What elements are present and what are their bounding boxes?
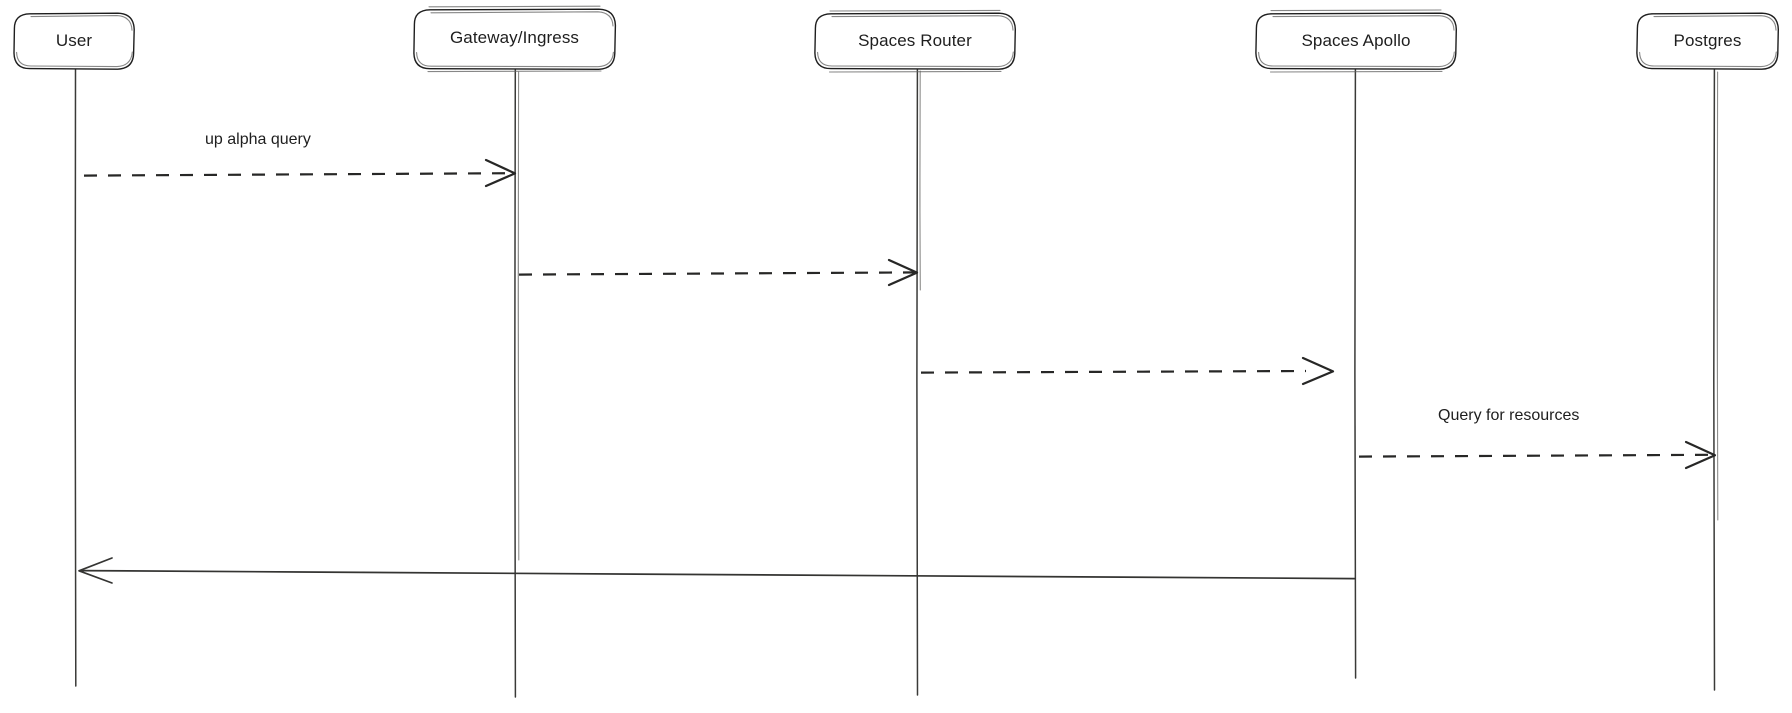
lifeline-spaces-apollo [1354,68,1357,679]
participant-box-spaces-apollo[interactable] [1255,9,1457,73]
message-arrow-apollo-forward[interactable] [920,356,1335,386]
lifelines-group [74,68,1719,698]
message-arrow-router-forward[interactable] [518,258,919,287]
lifeline-spaces-router [916,68,919,696]
participant-box-spaces-router[interactable] [814,9,1016,73]
participant-box-postgres[interactable] [1636,12,1779,70]
message-arrow-up-alpha-query[interactable] [83,158,517,188]
lifeline-postgres-sketch [1716,71,1719,521]
lifeline-gateway-ingress-sketch [517,71,520,561]
participant-box-user[interactable] [13,12,135,70]
lifeline-postgres [1713,68,1716,691]
lifeline-user [74,68,77,687]
participant-box-gateway-ingress[interactable] [413,5,617,73]
lifeline-gateway-ingress [514,68,517,698]
message-arrow-query-for-resources[interactable] [1358,440,1717,470]
message-arrow-response-to-user[interactable] [78,557,1356,584]
